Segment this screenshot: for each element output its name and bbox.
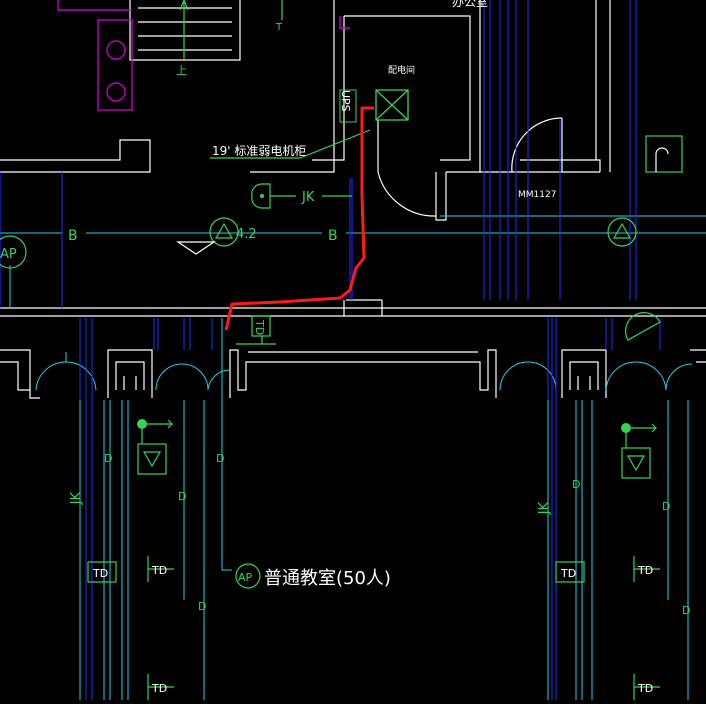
- lower-conduits: [79, 318, 689, 700]
- corridor-door-arcs: [35, 352, 693, 391]
- ap-left: AP: [0, 235, 27, 269]
- stair-arrows: 上 T: [176, 0, 283, 77]
- jk-label: JK: [301, 190, 315, 205]
- cabinet-symbol: [375, 89, 409, 121]
- speaker-right-corridor: [625, 312, 661, 341]
- ap-left-label: AP: [0, 247, 17, 262]
- jk-camera: JK: [251, 183, 352, 209]
- td-label-2: TD: [151, 564, 167, 577]
- d-label-1: D: [104, 452, 112, 465]
- td-boxes: TD TD TD TD TD TD: [87, 556, 660, 700]
- conduits: [0, 0, 637, 308]
- d-label-7: D: [682, 604, 690, 617]
- td-label-5: TD: [637, 564, 653, 577]
- d-label-4: D: [198, 600, 206, 613]
- left-speaker-box: [137, 419, 173, 475]
- ups-label: UPS: [339, 90, 352, 112]
- right-top-device: [645, 135, 683, 173]
- td-label-3: TD: [151, 682, 167, 695]
- ap-classroom-label: AP: [238, 571, 253, 584]
- level-value: 4.2: [236, 227, 257, 242]
- toilet-fixtures: [57, 0, 350, 111]
- classroom-label: 普通教室(50人): [264, 568, 391, 589]
- stair-up-label: 上: [176, 64, 187, 77]
- level-mark: 4.2: [176, 217, 257, 255]
- jk-vertical-right: JK: [537, 501, 552, 515]
- d-label-5: D: [572, 478, 580, 491]
- stair-t-label: T: [275, 22, 283, 33]
- highlight-route: [224, 106, 374, 331]
- upper-walls: [0, 0, 706, 317]
- ap-classroom: AP: [235, 563, 261, 589]
- distribution-room-label: 配电间: [388, 64, 415, 76]
- door-mm1127: [377, 117, 563, 217]
- grid-b-right: B: [328, 228, 338, 244]
- cabinet-label: 19' 标准弱电机柜: [212, 144, 306, 158]
- d-labels: D D D D D D D: [104, 452, 690, 617]
- d-label-6: D: [662, 500, 670, 513]
- td-corridor: TD: [236, 315, 276, 345]
- d-label-2: D: [216, 452, 224, 465]
- td-label-4: TD: [560, 567, 576, 580]
- grid-line-b: B B: [0, 215, 706, 308]
- d-label-3: D: [178, 490, 186, 503]
- right-speaker-box: [621, 423, 657, 479]
- office-label: 办公室: [452, 0, 488, 9]
- distribution-room: 配电间 UPS 19' 标准弱电机柜: [210, 64, 415, 159]
- speaker-right-upper: [607, 217, 637, 247]
- door-code-label: MM1127: [518, 190, 556, 200]
- td-corridor-label: TD: [253, 319, 266, 335]
- jk-vertical-left: JK: [69, 491, 84, 505]
- td-label-1: TD: [92, 567, 108, 580]
- lower-wall-band: [0, 349, 706, 399]
- td-label-6: TD: [637, 682, 653, 695]
- grid-b-left: B: [68, 228, 78, 244]
